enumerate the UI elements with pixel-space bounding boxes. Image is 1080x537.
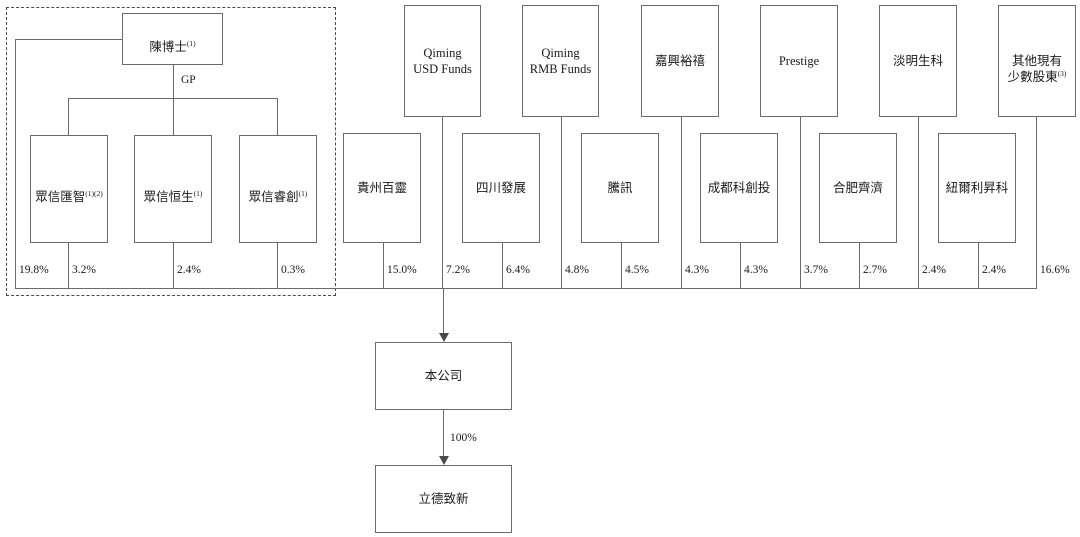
entity-box-zhongxin-hengsheng[interactable]: 眾信恒生(1) <box>134 135 212 243</box>
connector-gp-to-zhongxin-hengsheng <box>173 98 174 135</box>
entity-label: 其他現有 少數股東(3) <box>1005 36 1070 86</box>
connector-hefei-qiji-down <box>859 243 860 288</box>
entity-name-text: 四川發展 <box>475 180 526 195</box>
pct-zhongxin-huizhi: 3.2% <box>72 264 96 276</box>
entity-name-text: 貴州百靈 <box>356 180 407 195</box>
entity-box-tencent[interactable]: 騰訊 <box>581 133 659 243</box>
entity-label: 眾信睿創(1) <box>246 173 311 206</box>
pct-prestige: 3.7% <box>804 264 828 276</box>
ownership-bus-line <box>15 288 1037 289</box>
entity-name-text: 眾信恒生 <box>143 190 194 204</box>
entity-box-hefei-qiji[interactable]: 合肥齊濟 <box>819 133 897 243</box>
entity-box-other-existing-minority-shareholders[interactable]: 其他現有 少數股東(3) <box>998 5 1076 117</box>
pct-chen-boshi: 19.8% <box>19 264 49 276</box>
pct-other-existing-minority: 16.6% <box>1040 264 1070 276</box>
pct-hefei-qiji: 2.7% <box>863 264 887 276</box>
connector-zhongxin-hengsheng-down <box>173 243 174 288</box>
entity-box-company[interactable]: 本公司 <box>375 342 512 410</box>
entity-name-text: 其他現有 少數股東 <box>1007 53 1062 85</box>
pct-danming-shengke: 2.4% <box>922 264 946 276</box>
entity-name-text: 淡明生科 <box>892 53 943 68</box>
connector-chen-to-left-bus <box>15 39 122 40</box>
entity-box-sichuan-fazhan[interactable]: 四川發展 <box>462 133 540 243</box>
entity-box-guizhou-bailing[interactable]: 貴州百靈 <box>343 133 421 243</box>
pct-zhongxin-ruichuang: 0.3% <box>281 264 305 276</box>
entity-box-qiming-usd-funds[interactable]: Qiming USD Funds <box>404 5 481 117</box>
pct-tencent: 4.5% <box>625 264 649 276</box>
entity-name-text: 合肥齊濟 <box>832 180 883 195</box>
entity-box-zhongxin-huizhi[interactable]: 眾信匯智(1)(2) <box>30 135 108 243</box>
entity-label: 陳博士(1) <box>146 23 198 56</box>
footnote-marker: (1) <box>186 38 196 48</box>
entity-box-qiming-rmb-funds[interactable]: Qiming RMB Funds <box>522 5 599 117</box>
entity-name-text: 陳博士 <box>149 40 187 54</box>
pct-jiaxing-yuxi: 4.3% <box>685 264 709 276</box>
connector-bus-to-company <box>443 288 444 335</box>
entity-box-danming-shengke[interactable]: 淡明生科 <box>879 5 957 117</box>
entity-name-text: 立德致新 <box>418 491 469 506</box>
entity-name-text: 成都科創投 <box>707 180 771 195</box>
connector-tencent-down <box>621 243 622 288</box>
footnote-marker: (3) <box>1057 69 1067 79</box>
connector-chen-left-vertical <box>15 39 16 288</box>
connector-chengdu-kechuangtou-down <box>740 243 741 288</box>
connector-jiaxing-yuxi-down <box>681 117 682 288</box>
footnote-marker: (1) <box>298 188 308 198</box>
connector-zhongxin-ruichuang-down <box>277 243 278 288</box>
entity-name-text: 眾信睿創 <box>248 190 299 204</box>
entity-box-jiaxing-yuxi[interactable]: 嘉興裕禧 <box>641 5 719 117</box>
connector-gp-to-zhongxin-huizhi <box>68 98 69 135</box>
entity-box-zhongxin-ruichuang[interactable]: 眾信睿創(1) <box>239 135 317 243</box>
entity-box-subsidiary[interactable]: 立德致新 <box>375 465 512 533</box>
connector-qiming-rmb-down <box>561 117 562 288</box>
arrow-head-to-subsidiary <box>439 456 449 465</box>
pct-subsidiary-ownership: 100% <box>450 432 477 444</box>
entity-name-text: 本公司 <box>424 368 463 383</box>
entity-label: 眾信匯智(1)(2) <box>32 173 106 206</box>
connector-niuerli-shengke-down <box>978 243 979 288</box>
connector-prestige-down <box>800 117 801 288</box>
footnote-marker: (1)(2) <box>85 188 103 198</box>
entity-box-chen-boshi[interactable]: 陳博士(1) <box>122 13 223 65</box>
entity-box-niuerli-shengke[interactable]: 紐爾利昇科 <box>938 133 1016 243</box>
entity-name-text: 嘉興裕禧 <box>654 53 705 68</box>
connector-company-to-subsidiary <box>443 410 444 458</box>
entity-name-text: 紐爾利昇科 <box>945 180 1009 195</box>
pct-qiming-usd-funds: 7.2% <box>446 264 470 276</box>
entity-label: 眾信恒生(1) <box>141 173 206 206</box>
arrow-head-to-company <box>439 333 449 342</box>
entity-name-text: Qiming RMB Funds <box>529 45 592 77</box>
gp-edge-label: GP <box>181 74 196 86</box>
entity-name-text: Qiming USD Funds <box>413 45 472 77</box>
connector-other-minority-down <box>1036 117 1037 288</box>
entity-name-text: 騰訊 <box>607 180 633 195</box>
connector-qiming-usd-down <box>442 117 443 288</box>
controlling-shareholder-dashed-region <box>6 7 336 296</box>
entity-box-chengdu-kechuangtou[interactable]: 成都科創投 <box>700 133 778 243</box>
pct-chengdu-kechuangtou: 4.3% <box>744 264 768 276</box>
footnote-marker: (1) <box>193 188 203 198</box>
pct-zhongxin-hengsheng: 2.4% <box>177 264 201 276</box>
pct-niuerli-shengke: 2.4% <box>982 264 1006 276</box>
connector-zhongxin-huizhi-down <box>68 243 69 288</box>
connector-danming-shengke-down <box>918 117 919 288</box>
pct-guizhou-bailing: 15.0% <box>387 264 417 276</box>
connector-gp-to-zhongxin-ruichuang <box>277 98 278 135</box>
entity-box-prestige[interactable]: Prestige <box>760 5 838 117</box>
entity-name-text: Prestige <box>778 53 820 68</box>
pct-qiming-rmb-funds: 4.8% <box>565 264 589 276</box>
pct-sichuan-fazhan: 6.4% <box>506 264 530 276</box>
connector-sichuan-fazhan-down <box>502 243 503 288</box>
connector-guizhou-bailing-down <box>383 243 384 288</box>
entity-name-text: 眾信匯智 <box>35 190 86 204</box>
